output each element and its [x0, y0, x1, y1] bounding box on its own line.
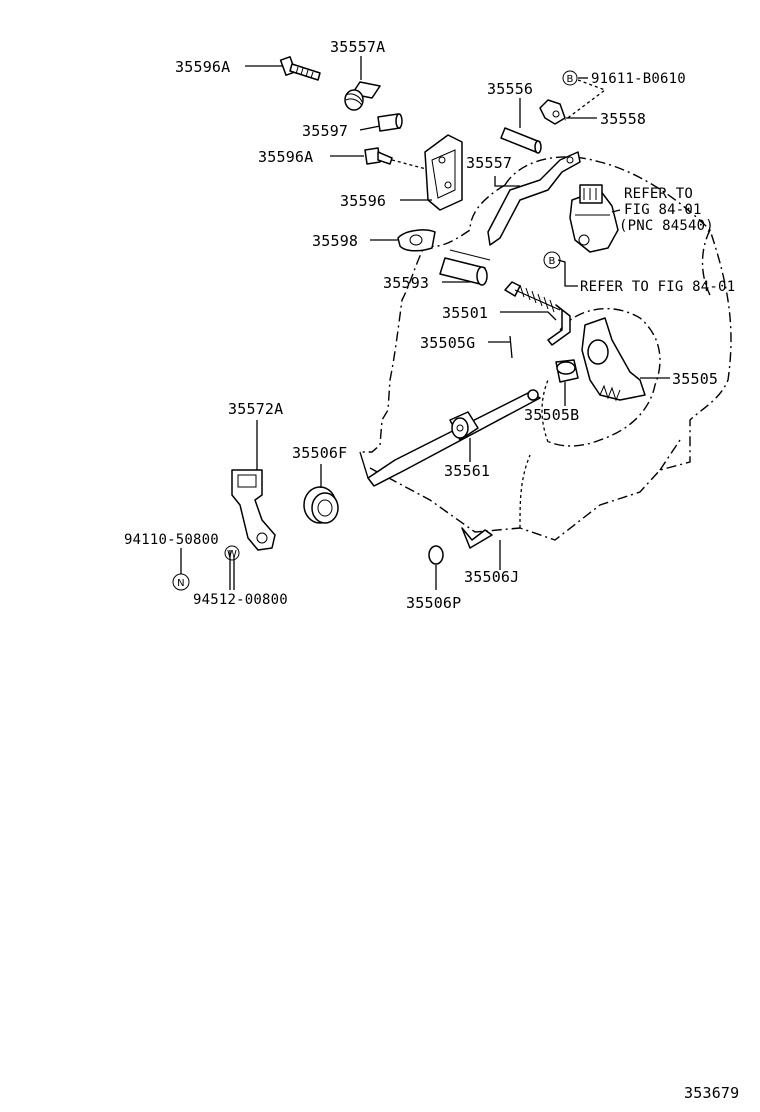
label-35596A-mid: 35596A — [258, 148, 313, 166]
svg-text:B: B — [548, 256, 555, 267]
bracket-35506J-icon — [461, 527, 493, 549]
lever-35572A-icon — [231, 469, 276, 551]
bushing-35505B-icon — [555, 359, 579, 383]
label-35597: 35597 — [302, 122, 348, 140]
label-35505B: 35505B — [524, 406, 579, 424]
svg-text:W: W — [227, 549, 237, 560]
label-35505: 35505 — [672, 370, 718, 388]
refer-to-line3: (PNC 84540) — [619, 218, 714, 234]
bracket-35596-icon — [424, 134, 463, 211]
label-94110-50800: 94110-50800 — [124, 532, 219, 548]
marker-B-top: B — [562, 70, 578, 86]
label-35558: 35558 — [600, 110, 646, 128]
label-91611-B0610: 91611-B0610 — [591, 71, 686, 87]
sleeve-35593-icon — [439, 249, 491, 286]
part-35598-icon — [397, 229, 436, 252]
refer-to-line1: REFER TO — [624, 186, 693, 202]
label-35593: 35593 — [383, 274, 429, 292]
label-35506P: 35506P — [406, 594, 461, 612]
label-35598: 35598 — [312, 232, 358, 250]
label-35557A: 35557A — [330, 38, 385, 56]
label-94512-00800: 94512-00800 — [193, 592, 288, 608]
detent-plate-35505-icon — [581, 317, 646, 402]
rod-35501-icon — [504, 281, 571, 346]
spring-35557A-icon — [344, 81, 381, 111]
part-labels: 35596A 35557A 35597 35596A 35596 35598 3… — [124, 38, 739, 1102]
marker-W: W — [224, 545, 240, 561]
label-35501: 35501 — [442, 304, 488, 322]
label-35505G: 35505G — [420, 334, 475, 352]
marker-N: N — [172, 573, 190, 591]
bolt-35596A-top-icon — [279, 56, 321, 81]
clip-35558-icon — [539, 99, 566, 125]
shaft-35561-icon — [367, 389, 541, 487]
marker-B-mid: B — [543, 251, 561, 269]
seal-35506F-icon — [303, 486, 339, 524]
transmission-case-outline — [360, 156, 732, 541]
svg-text:N: N — [177, 578, 185, 589]
label-35557: 35557 — [466, 154, 512, 172]
ring-35506P-icon — [428, 545, 444, 565]
rod-35556-icon — [500, 127, 542, 154]
refer-to-fig-84-01: REFER TO FIG 84-01 — [580, 279, 735, 295]
figure-number: 353679 — [684, 1084, 739, 1102]
label-35561: 35561 — [444, 462, 490, 480]
pin-35505G-icon — [509, 335, 513, 359]
lever-35557-icon — [487, 151, 581, 246]
label-35506F: 35506F — [292, 444, 347, 462]
label-35556: 35556 — [487, 80, 533, 98]
refer-to-line2: FIG 84-01 — [624, 202, 702, 218]
leader-lines — [180, 56, 670, 590]
bolt-35596A-mid-icon — [364, 147, 431, 171]
svg-text:B: B — [566, 74, 573, 85]
label-35572A: 35572A — [228, 400, 283, 418]
pin-35597-icon — [377, 113, 403, 132]
label-35596A-top: 35596A — [175, 58, 230, 76]
label-35506J: 35506J — [464, 568, 519, 586]
label-35596: 35596 — [340, 192, 386, 210]
neutral-start-switch-icon — [569, 184, 619, 253]
